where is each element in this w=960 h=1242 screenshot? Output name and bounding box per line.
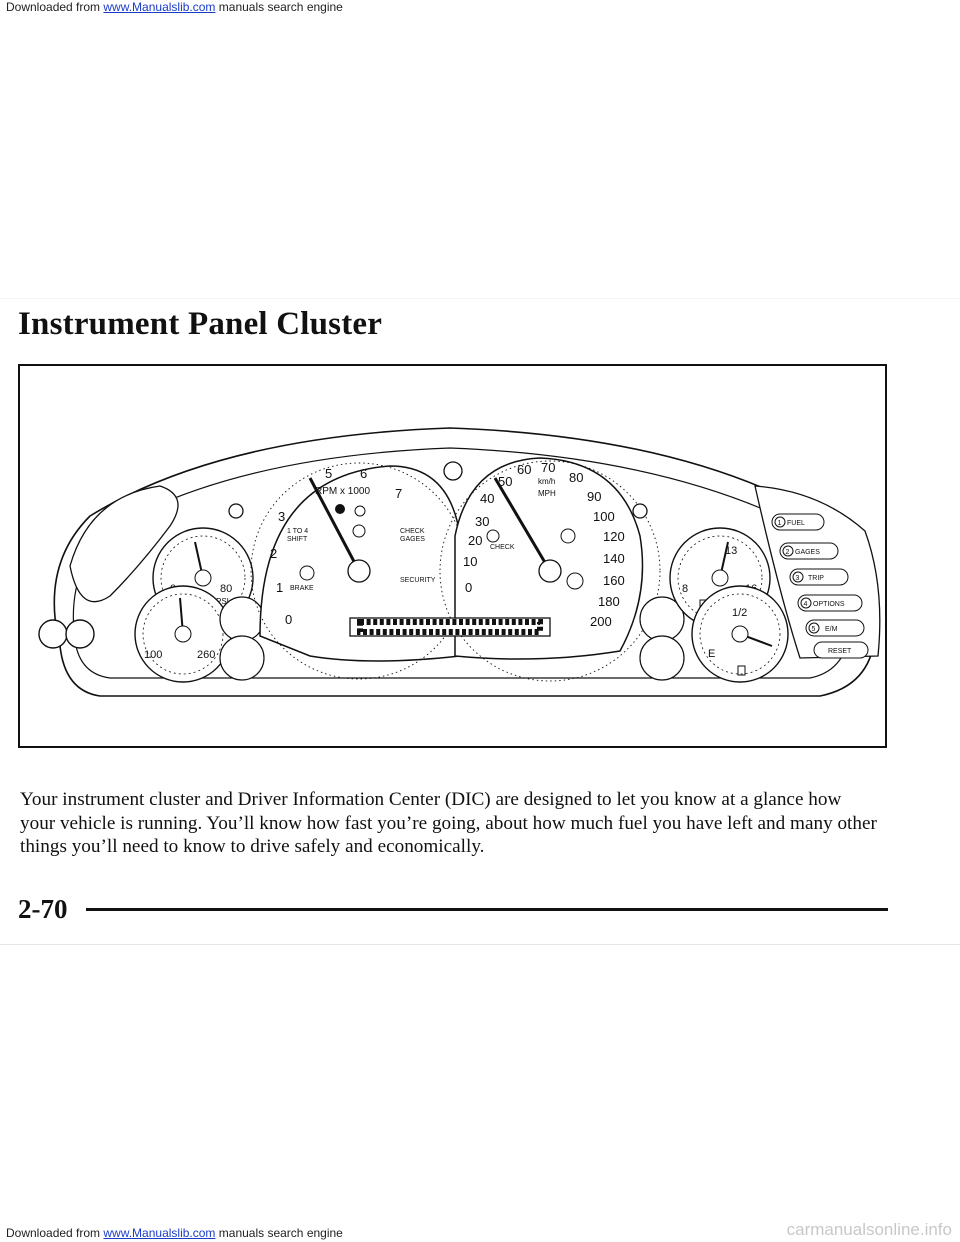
right-turn-signal-icon bbox=[632, 503, 648, 519]
mph-tick-0: 0 bbox=[465, 580, 472, 595]
volt-tick-13: 13 bbox=[725, 545, 737, 557]
oil-unit: PSI bbox=[216, 597, 229, 606]
tach-tick-7: 7 bbox=[395, 486, 402, 501]
mph-tick-20: 20 bbox=[468, 533, 482, 548]
dic-button-trip[interactable]: 3 TRIP bbox=[789, 568, 849, 586]
tach-tick-0: 0 bbox=[285, 612, 292, 627]
instrument-cluster-figure: 0 80 PSI 100 260 0 1 2 3 5 6 7 RPM x 100… bbox=[18, 364, 887, 748]
footer-rule bbox=[86, 908, 888, 911]
svg-text:1: 1 bbox=[778, 520, 782, 527]
tach-label: RPM x 1000 bbox=[315, 486, 370, 497]
svg-text:GAGES: GAGES bbox=[795, 549, 820, 556]
download-credit-bottom: Downloaded from www.Manualslib.com manua… bbox=[6, 1226, 343, 1240]
fuel-tick-e: E bbox=[708, 648, 715, 660]
kmh-tick-120: 120 bbox=[603, 529, 625, 544]
kmh-tick-180: 180 bbox=[598, 594, 620, 609]
svg-text:4: 4 bbox=[804, 601, 808, 608]
page-title: Instrument Panel Cluster bbox=[18, 306, 383, 342]
fuel-pump-icon bbox=[737, 665, 746, 676]
airbag-icon bbox=[354, 505, 366, 517]
kmh-tick-90: 90 bbox=[587, 489, 601, 504]
coolant-tick-260: 260 bbox=[197, 649, 215, 661]
check-gages-label-1: CHECK bbox=[400, 528, 425, 535]
coolant-temp-gauge bbox=[134, 585, 232, 683]
shift-label-1: 1 TO 4 bbox=[287, 528, 308, 535]
tach-tick-2: 2 bbox=[270, 546, 277, 561]
svg-text:FUEL: FUEL bbox=[787, 520, 805, 527]
speedo-unit-kmh: km/h bbox=[538, 477, 555, 486]
dic-button-fuel[interactable]: 1 FUEL bbox=[771, 513, 825, 531]
mph-tick-10: 10 bbox=[463, 554, 477, 569]
dic-button-gages[interactable]: 2 GAGES bbox=[779, 542, 839, 560]
mph-tick-60: 60 bbox=[517, 462, 531, 477]
svg-text:E/M: E/M bbox=[825, 626, 838, 633]
traction-control-icon bbox=[560, 528, 576, 544]
kmh-tick-100: 100 bbox=[593, 509, 615, 524]
mph-tick-80: 80 bbox=[569, 470, 583, 485]
download-credit-top: Downloaded from www.Manualslib.com manua… bbox=[6, 0, 343, 14]
check-engine-label: CHECK bbox=[490, 544, 515, 551]
check-engine-icon bbox=[486, 529, 500, 543]
left-turn-signal-icon bbox=[228, 503, 244, 519]
fog-lamp-switch-icon[interactable] bbox=[65, 619, 95, 649]
mph-tick-40: 40 bbox=[480, 491, 494, 506]
svg-text:TRIP: TRIP bbox=[808, 575, 824, 582]
mph-tick-30: 30 bbox=[475, 514, 489, 529]
kmh-tick-200: 200 bbox=[590, 614, 612, 629]
shift-label-2: SHIFT bbox=[287, 536, 308, 543]
watermark: carmanualsonline.info bbox=[786, 1220, 952, 1239]
mph-tick-50: 50 bbox=[498, 474, 512, 489]
oil-tick-80: 80 bbox=[220, 583, 232, 595]
kmh-tick-160: 160 bbox=[603, 573, 625, 588]
page-number: 2-70 bbox=[18, 894, 68, 924]
fuel-gauge bbox=[691, 585, 789, 683]
abs-warning-icon bbox=[566, 572, 584, 590]
body-paragraph: Your instrument cluster and Driver Infor… bbox=[20, 789, 877, 857]
manualslib-link-bottom[interactable]: www.Manualslib.com bbox=[103, 1226, 216, 1240]
security-label: SECURITY bbox=[400, 577, 436, 584]
speedo-unit-mph: MPH bbox=[538, 489, 556, 498]
brake-label: BRAKE bbox=[290, 585, 314, 592]
dic-button-em[interactable]: 5 E/M bbox=[805, 619, 865, 637]
volt-tick-8: 8 bbox=[682, 583, 688, 595]
headlamp-switch-icon[interactable] bbox=[38, 619, 68, 649]
svg-text:3: 3 bbox=[796, 575, 800, 582]
tach-tick-6: 6 bbox=[360, 466, 367, 481]
svg-text:5: 5 bbox=[812, 626, 816, 633]
kmh-tick-140: 140 bbox=[603, 551, 625, 566]
fuel-tick-half: 1/2 bbox=[732, 607, 747, 619]
speedometer bbox=[439, 457, 661, 682]
mph-tick-70: 70 bbox=[541, 460, 555, 475]
tach-tick-5: 5 bbox=[325, 466, 332, 481]
svg-text:OPTIONS: OPTIONS bbox=[813, 601, 845, 608]
dic-button-options[interactable]: 4 OPTIONS bbox=[797, 594, 863, 612]
dic-button-reset[interactable]: RESET bbox=[813, 641, 869, 659]
dic-display-segments bbox=[357, 619, 543, 635]
high-beam-indicator-icon bbox=[443, 461, 463, 481]
corvette-emblem-icon bbox=[352, 524, 366, 538]
coolant-tick-100: 100 bbox=[144, 649, 162, 661]
svg-text:2: 2 bbox=[786, 549, 790, 556]
tach-tick-1: 1 bbox=[276, 580, 283, 595]
svg-text:RESET: RESET bbox=[828, 648, 852, 655]
instrument-cluster-illustration: 0 80 PSI 100 260 0 1 2 3 5 6 7 RPM x 100… bbox=[38, 427, 881, 697]
seatbelt-icon bbox=[335, 504, 345, 514]
check-gages-label-2: GAGES bbox=[400, 536, 425, 543]
brake-warning-icon bbox=[299, 565, 315, 581]
tach-tick-3: 3 bbox=[278, 509, 285, 524]
manualslib-link-top[interactable]: www.Manualslib.com bbox=[103, 0, 216, 14]
